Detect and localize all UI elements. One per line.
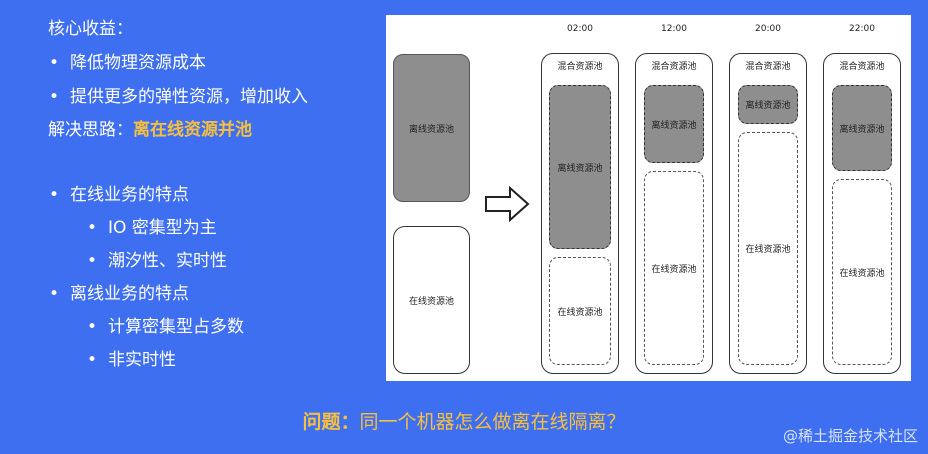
online-item: IO 密集型为主: [87, 218, 217, 238]
pool-label: 在线资源池: [839, 268, 885, 279]
solution-value: 离在线资源并池: [133, 120, 252, 140]
online-pool: 在线资源池: [549, 257, 611, 365]
offline-item: 计算密集型占多数: [87, 317, 244, 337]
hybrid-pool-title: 混合资源池: [557, 62, 603, 72]
benefit-item: 降低物理资源成本: [49, 53, 206, 73]
problem-text: 同一个机器怎么做离在线隔离？: [359, 411, 626, 433]
time-label: 12:00: [661, 24, 687, 34]
benefits-heading: 核心收益：: [48, 19, 133, 39]
pool-label: 离线资源池: [651, 120, 697, 131]
hybrid-pool-title: 混合资源池: [839, 62, 885, 72]
right-arrow-icon: [485, 186, 530, 222]
online-item: 潮汐性、实时性: [87, 251, 227, 271]
before-online-pool: 在线资源池: [393, 226, 470, 374]
benefit-item: 提供更多的弹性资源，增加收入: [49, 87, 308, 107]
hybrid-pool-title: 混合资源池: [651, 62, 697, 72]
time-label: 22:00: [849, 24, 875, 34]
hybrid-pool-title: 混合资源池: [745, 62, 791, 72]
pool-label: 在线资源池: [557, 307, 603, 318]
problem-statement: 问题：同一个机器怎么做离在线隔离？: [0, 407, 928, 434]
pool-label: 离线资源池: [839, 124, 885, 135]
offline-item: 非实时性: [87, 350, 176, 370]
offline-pool: 离线资源池: [644, 85, 704, 163]
offline-pool: 离线资源池: [549, 85, 611, 249]
time-label: 02:00: [567, 24, 593, 34]
watermark: @稀土掘金技术社区: [782, 427, 918, 445]
before-offline-pool: 离线资源池: [393, 54, 470, 202]
pool-label: 离线资源池: [745, 101, 791, 111]
pool-label: 离线资源池: [408, 124, 454, 135]
pool-label: 在线资源池: [408, 296, 454, 307]
online-pool: 在线资源池: [644, 171, 704, 365]
online-heading: 在线业务的特点: [49, 185, 189, 205]
diagram-panel: 离线资源池 在线资源池 02:00 12:00 20:00 22:00 混合资源…: [386, 15, 911, 381]
solution-label: 解决思路：: [48, 120, 133, 140]
online-pool: 在线资源池: [832, 179, 892, 365]
problem-label: 问题：: [302, 411, 360, 433]
online-pool: 在线资源池: [738, 132, 798, 365]
offline-heading: 离线业务的特点: [49, 284, 189, 304]
offline-pool: 离线资源池: [832, 85, 892, 171]
solution-line: 解决思路：离在线资源并池: [48, 120, 252, 140]
offline-pool: 离线资源池: [738, 85, 798, 124]
time-label: 20:00: [755, 24, 781, 34]
pool-label: 在线资源池: [651, 264, 697, 275]
pool-label: 在线资源池: [745, 245, 791, 255]
pool-label: 离线资源池: [557, 163, 603, 174]
